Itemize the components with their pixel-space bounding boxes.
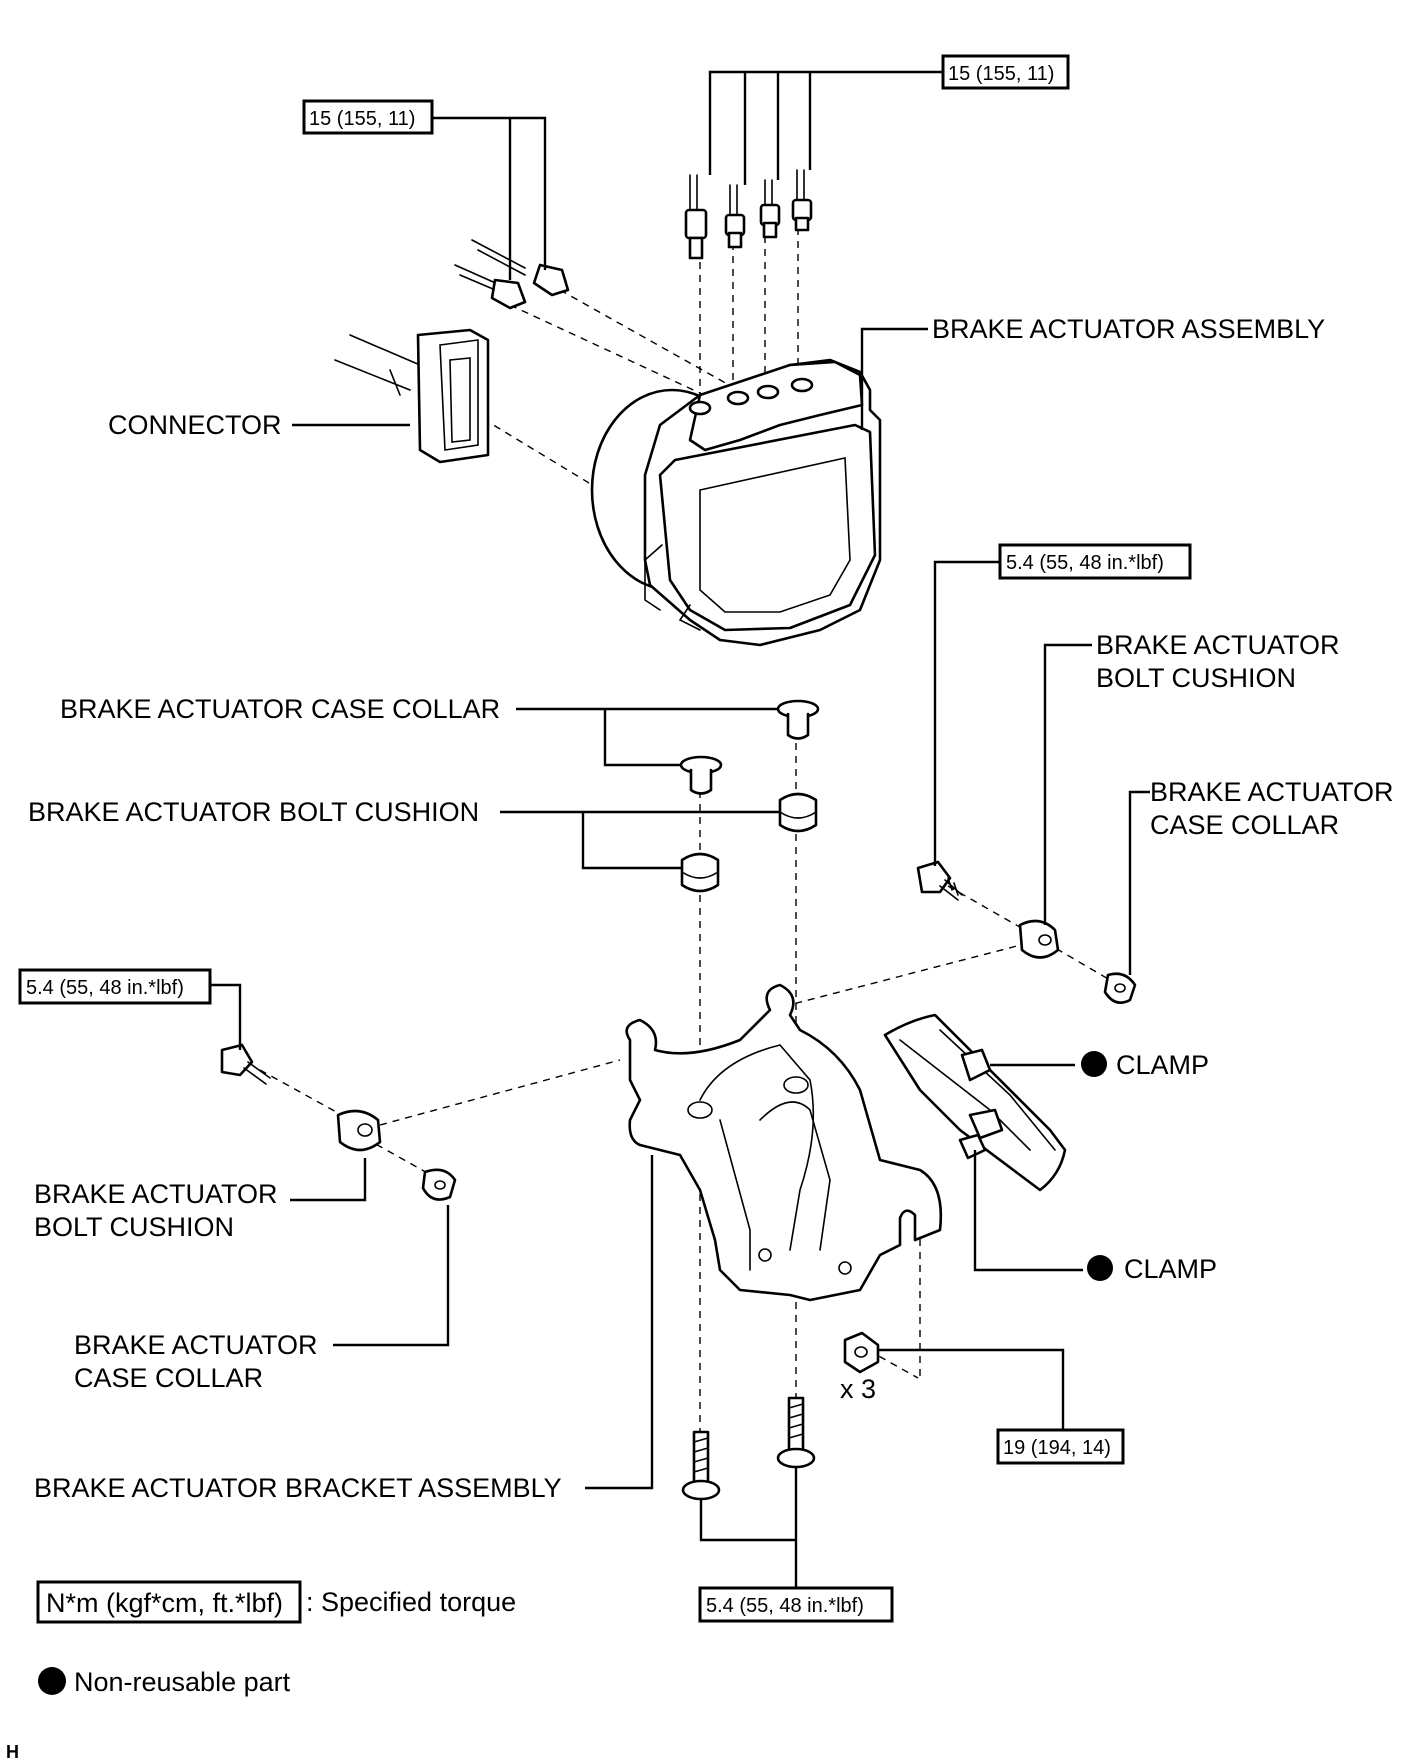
- hose-with-clamps: [883, 1013, 1067, 1192]
- label-clamp-upper: CLAMP: [1116, 1050, 1209, 1080]
- non-reusable-dot-clamp-upper: [1081, 1051, 1107, 1077]
- label-bolt-cushion-right-line2: BOLT CUSHION: [1096, 663, 1296, 693]
- torque-box-brake-lines-top: 15 (155, 11): [941, 54, 1070, 90]
- label-bolt-cushion-lower-line2: BOLT CUSHION: [34, 1212, 234, 1242]
- label-bracket-assembly: BRAKE ACTUATOR BRACKET ASSEMBLY: [34, 1473, 562, 1503]
- torque-value-brake-lines-left: 15 (155, 11): [309, 108, 415, 130]
- bolt-cushions-center: [680, 792, 818, 893]
- non-reusable-dot-clamp-lower: [1087, 1255, 1113, 1281]
- torque-value-brake-lines-top: 15 (155, 11): [948, 63, 1054, 85]
- label-case-collar-lower-line2: CASE COLLAR: [74, 1363, 263, 1393]
- nut-part: [843, 1331, 880, 1374]
- label-case-collar-right-line1: BRAKE ACTUATOR: [1150, 777, 1394, 807]
- torque-value-bottom-bolts: 5.4 (55, 48 in.*lbf): [706, 1595, 864, 1617]
- brake-lines-top: [684, 169, 813, 260]
- non-reusable-legend-dot: [38, 1667, 66, 1695]
- legend-non-reusable: Non-reusable part: [38, 1667, 291, 1697]
- label-case-collar-lower-line1: BRAKE ACTUATOR: [74, 1330, 318, 1360]
- right-mount-parts: [916, 860, 1137, 1004]
- torque-box-brake-lines-left: 15 (155, 11): [302, 99, 434, 135]
- leader-lines: [210, 70, 1150, 1590]
- label-brake-actuator-assembly: BRAKE ACTUATOR ASSEMBLY: [932, 314, 1325, 344]
- brake-lines-left: [454, 239, 570, 310]
- label-bolt-cushion-left: BRAKE ACTUATOR BOLT CUSHION: [28, 797, 479, 827]
- label-bolt-cushion-lower-line1: BRAKE ACTUATOR: [34, 1179, 278, 1209]
- label-quantity-x3: x 3: [840, 1374, 876, 1404]
- legend-specified-torque: N*m (kgf*cm, ft.*lbf) : Specified torque: [36, 1580, 516, 1624]
- legend-torque-text: : Specified torque: [306, 1587, 516, 1617]
- label-bolt-cushion-right-line1: BRAKE ACTUATOR: [1096, 630, 1340, 660]
- brake-actuator-assembly-drawing: [590, 358, 882, 647]
- label-case-collar-right-line2: CASE COLLAR: [1150, 810, 1339, 840]
- torque-value-left-bolt: 5.4 (55, 48 in.*lbf): [26, 977, 184, 999]
- legend-non-reusable-text: Non-reusable part: [74, 1667, 291, 1697]
- torque-box-right-bolt: 5.4 (55, 48 in.*lbf): [998, 543, 1192, 580]
- torque-box-nut: 19 (194, 14): [996, 1428, 1125, 1465]
- case-collars-center: [679, 699, 820, 795]
- torque-box-left-bolt: 5.4 (55, 48 in.*lbf): [18, 968, 212, 1005]
- label-connector: CONNECTOR: [108, 410, 282, 440]
- legend-torque-unit: N*m (kgf*cm, ft.*lbf): [46, 1588, 283, 1618]
- bracket-assembly-drawing: [625, 983, 943, 1302]
- bottom-bolts: [681, 1396, 816, 1501]
- footer-code: H: [6, 1742, 19, 1762]
- torque-value-nut: 19 (194, 14): [1003, 1437, 1111, 1459]
- label-case-collar-left: BRAKE ACTUATOR CASE COLLAR: [60, 694, 500, 724]
- left-mount-parts: [220, 1043, 457, 1201]
- torque-value-right-bolt: 5.4 (55, 48 in.*lbf): [1006, 552, 1164, 574]
- connector-part: [334, 328, 490, 464]
- label-clamp-lower: CLAMP: [1124, 1254, 1217, 1284]
- torque-box-bottom-bolts: 5.4 (55, 48 in.*lbf): [698, 1586, 894, 1623]
